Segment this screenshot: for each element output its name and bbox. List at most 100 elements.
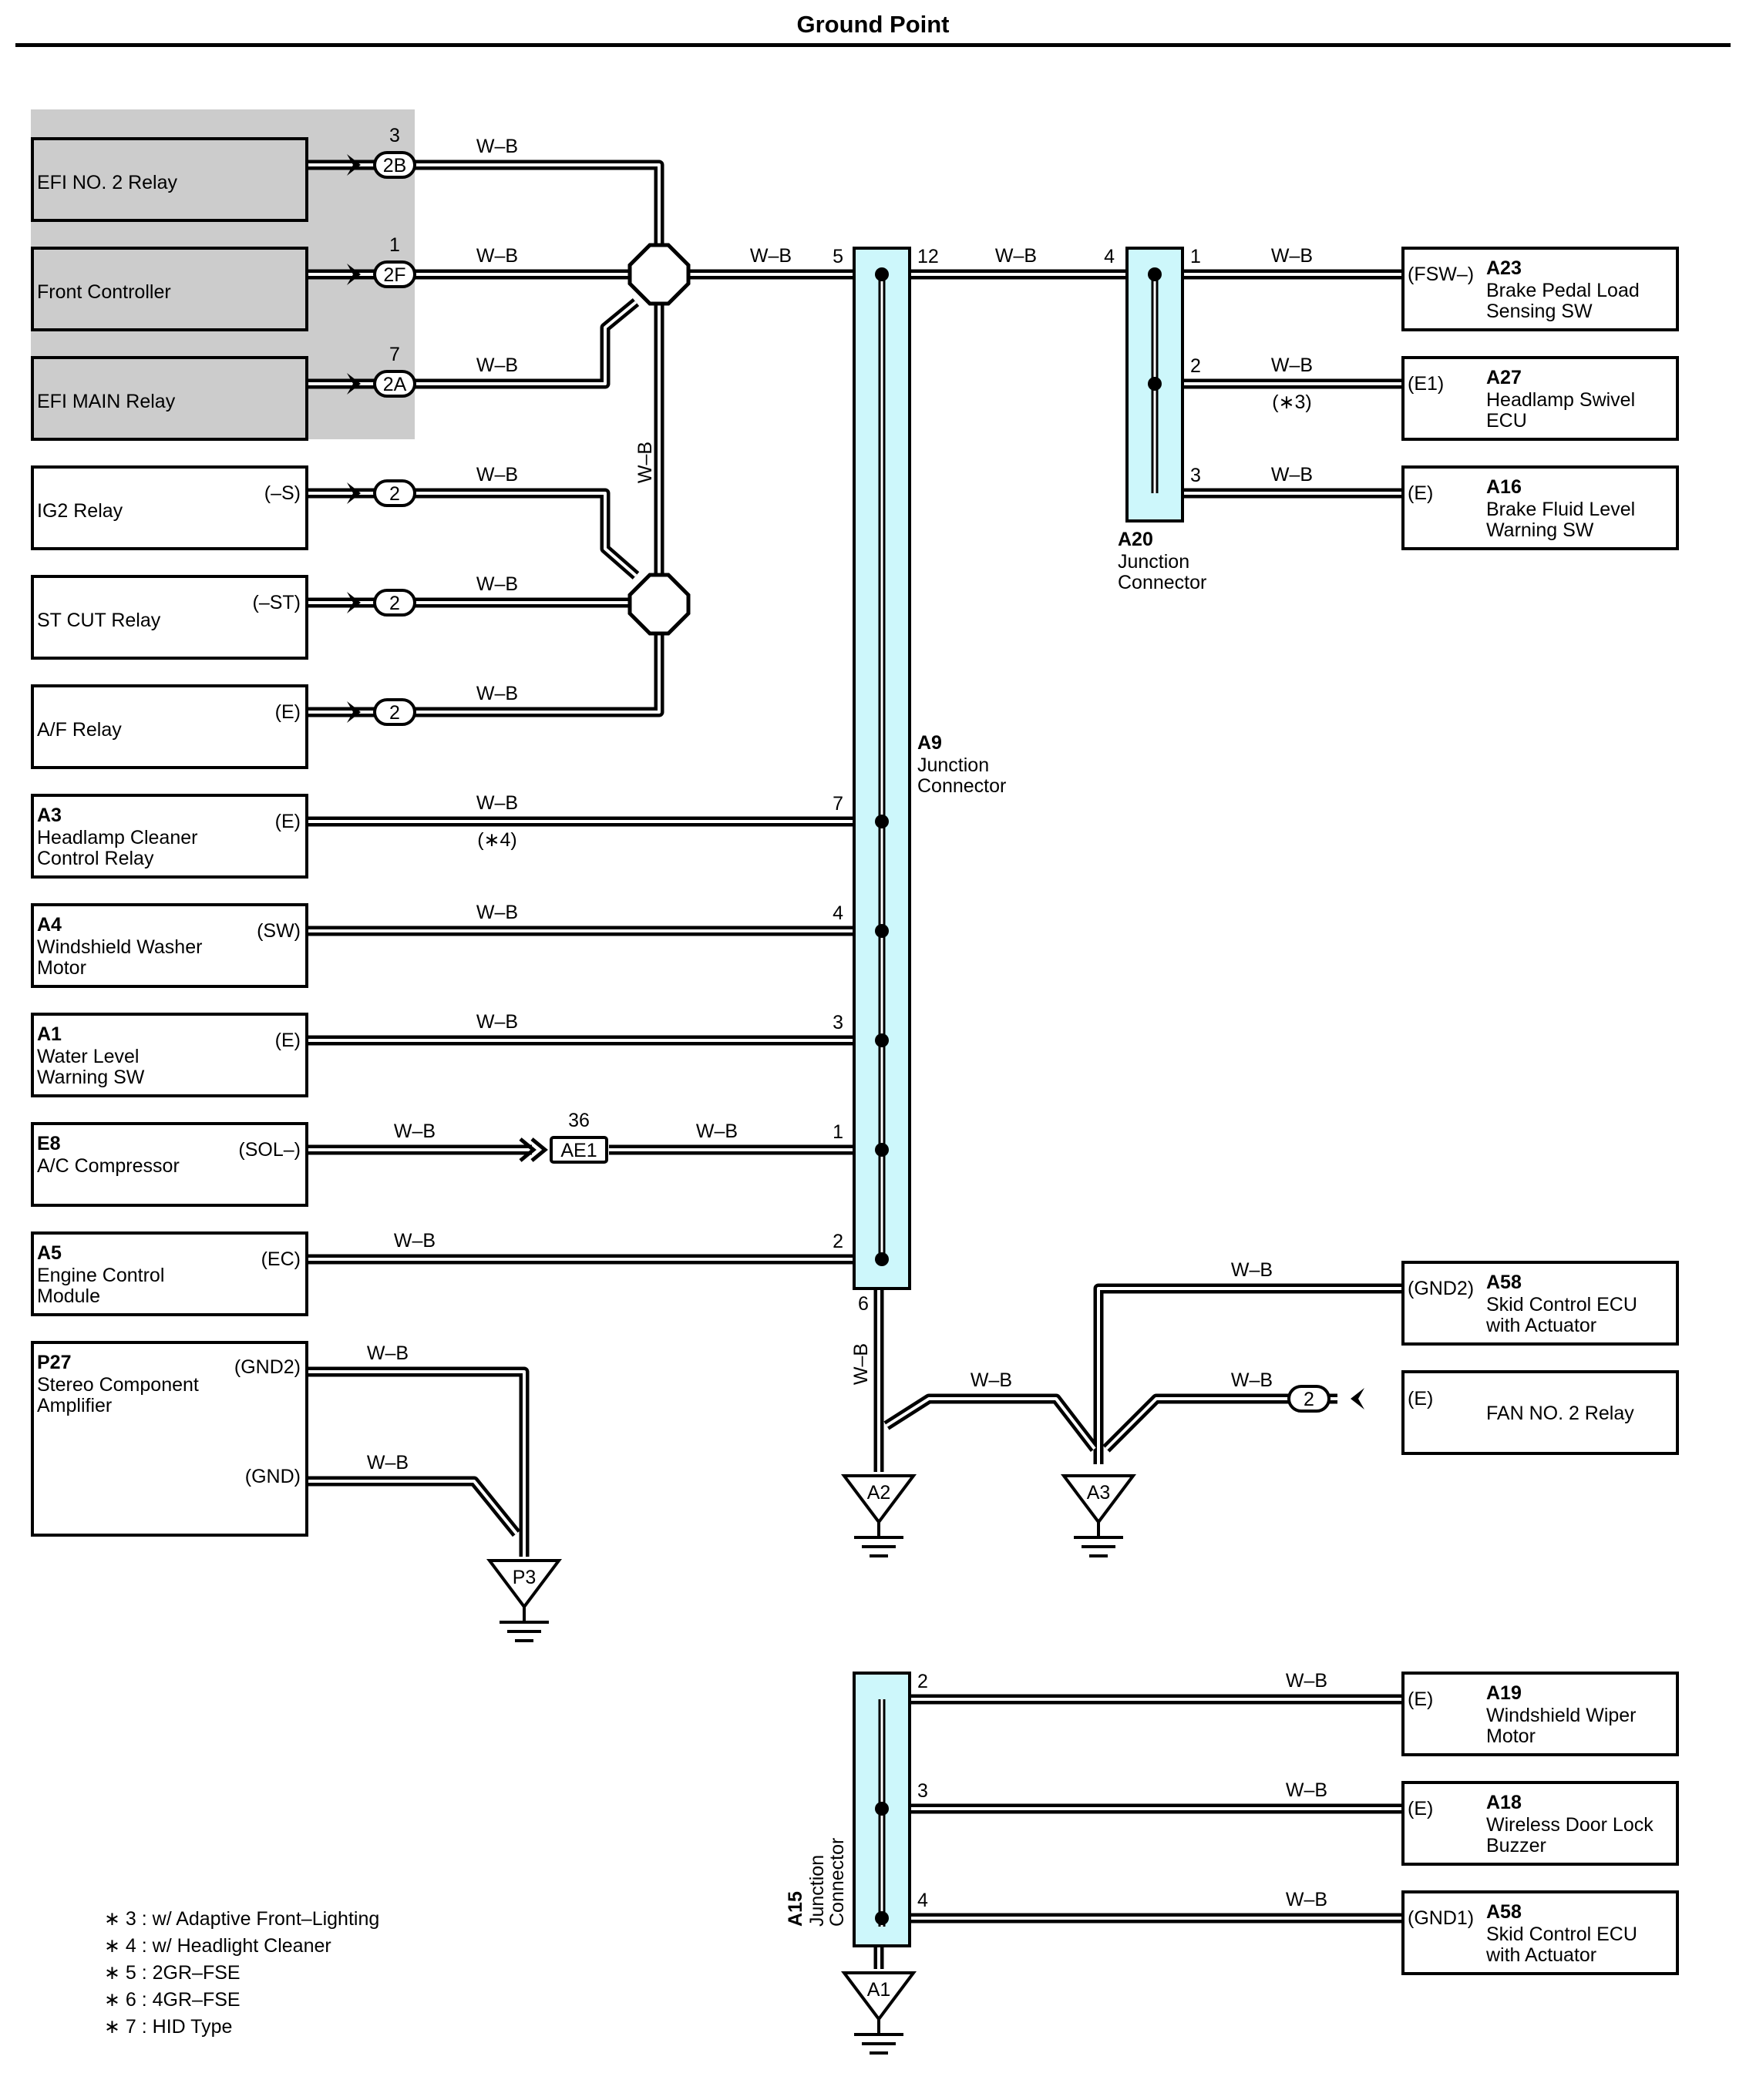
box-a27 xyxy=(1401,356,1679,441)
box-efi-no2-relay xyxy=(31,137,308,222)
name-line: Sensing SW xyxy=(1486,301,1593,322)
note-label: (∗4) xyxy=(477,829,517,851)
id-a19: A19 xyxy=(1486,1682,1522,1704)
pin-label: (E) xyxy=(275,701,301,723)
name-line: with Actuator xyxy=(1485,1944,1596,1966)
id-e8: E8 xyxy=(37,1133,61,1154)
pin-number: 2 xyxy=(833,1231,843,1252)
name-line: Windshield Washer xyxy=(37,936,202,958)
pin-label: (SOL–) xyxy=(238,1139,301,1161)
name-line: Amplifier xyxy=(37,1395,112,1416)
name-line: Stereo Component xyxy=(37,1374,199,1396)
name-line: Control Relay xyxy=(37,848,154,869)
name-line: A/C Compressor xyxy=(37,1155,180,1177)
pin-number: 2 xyxy=(1190,355,1201,377)
terminal-3: 3 xyxy=(389,125,400,146)
dot xyxy=(1148,377,1162,391)
pin-label: (–ST) xyxy=(253,592,301,613)
label-efi-no2-relay: EFI NO. 2 Relay xyxy=(37,172,177,193)
name-line: Headlamp Swivel xyxy=(1486,389,1635,411)
wire-color-label: W–B xyxy=(476,792,518,814)
wire-color-label: W–B xyxy=(1271,464,1313,486)
label-st-cut-relay: ST CUT Relay xyxy=(37,610,161,631)
terminal-7: 7 xyxy=(389,344,400,365)
connector-pills: 2B 3 2F 1 2A 7 2 2 2 xyxy=(347,125,1364,1413)
pin-label: (E1) xyxy=(1408,373,1444,395)
ground-label: A1 xyxy=(867,1979,891,2001)
label-efi-main-relay: EFI MAIN Relay xyxy=(37,391,176,412)
box-front-controller xyxy=(31,247,308,331)
junction-point-2 xyxy=(627,573,691,636)
wire-color-label: W–B xyxy=(1286,1889,1327,1910)
dot xyxy=(875,1143,889,1157)
id-a58: A58 xyxy=(1486,1272,1522,1293)
wire-color-label: W–B xyxy=(1231,1259,1273,1281)
dot xyxy=(875,267,889,281)
pin-number: 1 xyxy=(833,1121,843,1143)
footnotes: ∗ 3 : w/ Adaptive Front–Lighting ∗ 4 : w… xyxy=(104,1908,379,2038)
name-line: Brake Fluid Level xyxy=(1486,499,1635,520)
pin-number: 7 xyxy=(833,793,843,815)
id-a58: A58 xyxy=(1486,1901,1522,1923)
pin-number: 6 xyxy=(858,1293,869,1315)
wire xyxy=(307,488,640,580)
ground-p3: P3 xyxy=(486,1559,562,1642)
box-e8 xyxy=(31,1122,308,1207)
name-line: Brake Pedal Load xyxy=(1486,280,1640,301)
wire-color-label: W–B xyxy=(476,683,518,704)
id-a16: A16 xyxy=(1486,476,1522,498)
name-line: Junction xyxy=(806,1855,828,1927)
dot xyxy=(875,1802,889,1816)
connector-2: 2 xyxy=(389,593,400,614)
pin-label: (GND1) xyxy=(1408,1907,1474,1929)
box-p27 xyxy=(31,1341,308,1537)
pin-number: 1 xyxy=(1190,246,1201,267)
pin-label: (GND) xyxy=(245,1466,301,1487)
pin-label: (E) xyxy=(275,811,301,832)
dot xyxy=(875,815,889,828)
wire-inner xyxy=(307,301,638,385)
label-ig2-relay: IG2 Relay xyxy=(37,500,123,522)
name-line: Water Level xyxy=(37,1046,139,1067)
pin-label: (E) xyxy=(1408,482,1433,504)
name-line: Buzzer xyxy=(1486,1835,1546,1856)
footnote: ∗ 3 : w/ Adaptive Front–Lighting xyxy=(104,1908,379,1930)
name-line: Warning SW xyxy=(37,1067,145,1088)
right-components xyxy=(1401,247,1679,1975)
pin-number: 12 xyxy=(917,246,939,267)
box-a58-gnd2 xyxy=(1401,1261,1679,1346)
pin-label: (FSW–) xyxy=(1408,264,1474,285)
note-label: (∗3) xyxy=(1272,391,1312,413)
box-a1 xyxy=(31,1013,308,1097)
connector-2: 2 xyxy=(1304,1389,1314,1410)
pin-label: (GND2) xyxy=(234,1356,301,1378)
name-line: Connector xyxy=(1118,572,1206,593)
wire-color-label: W–B xyxy=(1286,1670,1327,1692)
name-line: Motor xyxy=(1486,1725,1536,1747)
ground-label: A3 xyxy=(1087,1482,1111,1504)
wire-inner xyxy=(1105,1397,1337,1450)
pin-number: 4 xyxy=(833,902,843,924)
dot xyxy=(875,924,889,938)
box-st-cut-relay xyxy=(31,575,308,660)
id-a20: A20 xyxy=(1118,529,1153,550)
name-line: Module xyxy=(37,1285,100,1307)
box-a58-gnd1 xyxy=(1401,1890,1679,1975)
box-ig2-relay xyxy=(31,465,308,550)
pin-label: (E) xyxy=(1408,1798,1433,1819)
wire-inner xyxy=(307,630,661,714)
name-line: Warning SW xyxy=(1486,519,1594,541)
name-line: Wireless Door Lock xyxy=(1486,1814,1653,1836)
pin-number: 4 xyxy=(1104,246,1115,267)
footnote: ∗ 7 : HID Type xyxy=(104,2016,232,2038)
box-efi-main-relay xyxy=(31,356,308,441)
wire-color-label: W–B xyxy=(476,464,518,486)
wire-color-label: W–B xyxy=(995,245,1037,267)
wire-color-label: W–B xyxy=(850,1343,872,1385)
box-a23 xyxy=(1401,247,1679,331)
connector-2: 2 xyxy=(389,483,400,505)
id-a4: A4 xyxy=(37,914,62,936)
pin-number: 5 xyxy=(833,246,843,267)
id-a5: A5 xyxy=(37,1242,62,1264)
